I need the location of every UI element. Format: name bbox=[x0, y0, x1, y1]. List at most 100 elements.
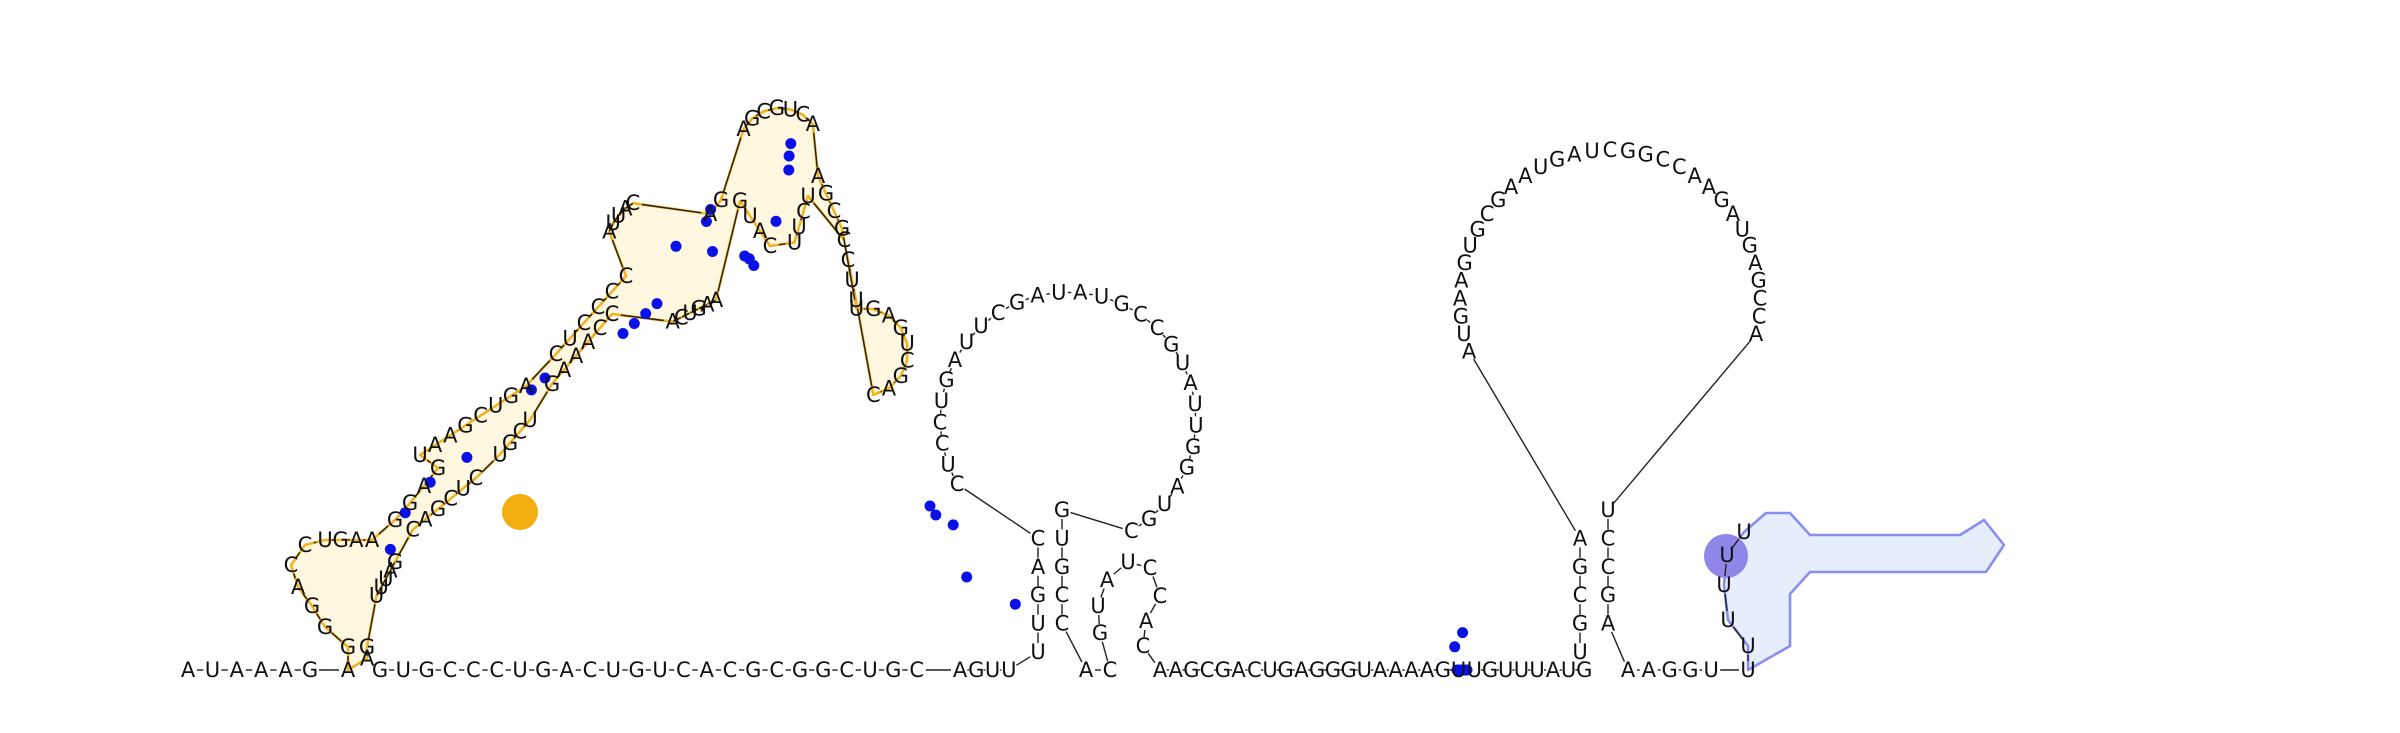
backbone-segment bbox=[805, 117, 810, 122]
nucleotide: C bbox=[405, 518, 420, 542]
nucleotide: U bbox=[1498, 658, 1513, 682]
backbone-segment bbox=[1188, 455, 1192, 460]
nucleotide: U bbox=[611, 203, 626, 227]
nucleotide: C bbox=[1055, 583, 1070, 607]
nucleotide: C bbox=[605, 280, 620, 304]
nucleotide: U bbox=[378, 567, 393, 591]
nucleotide: A bbox=[882, 376, 897, 400]
nucleotide: A bbox=[360, 647, 375, 671]
nucleotide: G bbox=[1620, 139, 1636, 163]
backbone-segment bbox=[1152, 576, 1158, 588]
highlight-mark-layer bbox=[502, 494, 1748, 578]
backbone-segment bbox=[1016, 656, 1031, 666]
nucleotide: U bbox=[522, 408, 537, 432]
nucleotide: U bbox=[562, 326, 577, 350]
nucleotide: G bbox=[713, 188, 729, 212]
nucleotide: G bbox=[1457, 251, 1473, 275]
nucleotide: U bbox=[1719, 543, 1734, 567]
nucleotide: G bbox=[1470, 217, 1486, 241]
base-pair-dot bbox=[640, 308, 652, 320]
base-pair-dot bbox=[961, 571, 973, 583]
nucleotide: G bbox=[304, 594, 320, 618]
backbone-segment bbox=[589, 313, 593, 317]
nucleotide: G bbox=[387, 550, 403, 574]
nucleotide: A bbox=[230, 658, 245, 682]
nucleotide: C bbox=[950, 472, 965, 496]
backbone-segment bbox=[894, 381, 896, 384]
backbone-segment bbox=[426, 459, 432, 464]
backbone-segment bbox=[625, 202, 634, 209]
nucleotide: U bbox=[783, 97, 798, 121]
nucleotide: U bbox=[488, 394, 503, 418]
nucleotide: U bbox=[396, 658, 411, 682]
backbone-segment bbox=[575, 329, 579, 333]
nucleotide: C bbox=[1672, 155, 1687, 179]
backbone-segment bbox=[390, 562, 396, 571]
backbone-segment bbox=[1136, 563, 1142, 567]
nucleotide: U bbox=[1740, 634, 1755, 658]
nucleotide: G bbox=[372, 658, 388, 682]
backbone-segment bbox=[468, 482, 471, 485]
nucleotide: A bbox=[443, 423, 458, 447]
nucleotide: G bbox=[744, 107, 760, 131]
nucleotide: A bbox=[1546, 658, 1561, 682]
nucleotide: C bbox=[1103, 658, 1118, 682]
base-pair-dot bbox=[947, 519, 959, 531]
backbone-segment bbox=[755, 113, 761, 117]
backbone-segment bbox=[880, 390, 882, 393]
nucleotide: A bbox=[417, 474, 432, 498]
nucleotide: A bbox=[1454, 268, 1469, 292]
nucleotide: G bbox=[893, 316, 909, 340]
nucleotide: G bbox=[1309, 658, 1325, 682]
nucleotide: C bbox=[583, 658, 598, 682]
backbone-segment bbox=[1724, 563, 1727, 577]
nucleotide: C bbox=[1753, 286, 1768, 310]
nucleotide: G bbox=[1092, 621, 1108, 645]
backbone-segment bbox=[561, 344, 565, 348]
backbone-segment bbox=[800, 218, 803, 221]
backbone-segment bbox=[523, 424, 527, 428]
nucleotide: G bbox=[1714, 188, 1730, 212]
nucleotide: G bbox=[1163, 332, 1179, 356]
nucleotide: G bbox=[1183, 658, 1199, 682]
backbone-segment bbox=[641, 203, 702, 214]
nucleotide: G bbox=[333, 528, 349, 552]
nucleotide: C bbox=[769, 658, 784, 682]
nucleotide: C bbox=[841, 248, 856, 272]
nucleotide: U bbox=[1572, 640, 1587, 664]
nucleotide: C bbox=[443, 658, 458, 682]
nucleotide: A bbox=[1079, 658, 1094, 682]
nucleotide: U bbox=[1561, 658, 1576, 682]
nucleotide: U bbox=[1514, 658, 1529, 682]
nucleotide: G bbox=[1742, 234, 1758, 258]
nucleotide: U bbox=[1175, 351, 1190, 375]
backbone-segment bbox=[794, 110, 799, 114]
nucleotide: A bbox=[882, 304, 897, 328]
nucleotide: A bbox=[291, 575, 306, 599]
nucleotide: G bbox=[1278, 658, 1294, 682]
nucleotide: C bbox=[1601, 526, 1616, 550]
nucleotide: A bbox=[1231, 658, 1246, 682]
nucleotide: A bbox=[569, 344, 584, 368]
backbone-segment bbox=[672, 316, 682, 323]
nucleotide: U bbox=[1001, 658, 1016, 682]
nucleotide: C bbox=[837, 228, 852, 252]
backbone-segment bbox=[1155, 509, 1159, 514]
backbone-segment bbox=[821, 183, 823, 186]
nucleotide: U bbox=[1030, 612, 1045, 636]
nucleotide: G bbox=[1576, 658, 1592, 682]
nucleotide: G bbox=[1661, 658, 1677, 682]
nucleotide: U bbox=[317, 528, 332, 552]
nucleotide: G bbox=[769, 96, 785, 120]
nucleotide: C bbox=[1150, 316, 1165, 340]
nucleotide: A bbox=[1573, 526, 1588, 550]
backbone-segment bbox=[1025, 297, 1030, 301]
base-pair-dot bbox=[384, 543, 396, 555]
backbone-segment bbox=[302, 593, 308, 600]
backbone-segment bbox=[1149, 603, 1157, 614]
nucleotide: G bbox=[419, 658, 435, 682]
backbone-segment bbox=[942, 388, 946, 393]
nucleotide: C bbox=[991, 301, 1006, 325]
nucleotide: C bbox=[900, 349, 915, 373]
nucleotide: A bbox=[948, 348, 963, 372]
